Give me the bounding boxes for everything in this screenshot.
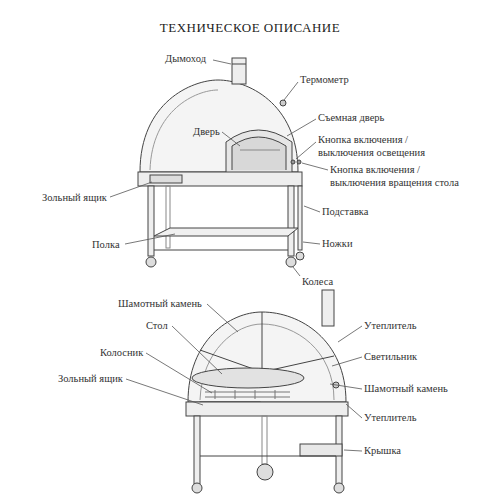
part-label: Светильник — [364, 350, 417, 363]
part-label: Ножки — [322, 237, 353, 250]
part-label: Дымоход — [165, 52, 206, 65]
part-label: Полка — [92, 238, 120, 251]
part-label: Утеплитель — [364, 319, 416, 332]
part-label: Шамотный камень — [364, 382, 448, 395]
part-label: Колосник — [100, 346, 143, 359]
part-label: Кнопка включения / выключения вращения с… — [330, 163, 475, 189]
part-label: Шамотный камень — [118, 297, 202, 310]
part-label: Кнопка включения / выключения освещения — [318, 133, 443, 159]
part-label: Зольный ящик — [42, 191, 107, 204]
title: ТЕХНИЧЕСКОЕ ОПИСАНИЕ — [0, 20, 500, 36]
part-label: Съемная дверь — [318, 111, 384, 124]
part-label: Стол — [146, 319, 168, 332]
part-label: Дверь — [193, 125, 220, 138]
part-label: Колеса — [302, 275, 333, 288]
part-label: Подставка — [322, 205, 368, 218]
part-label: Утеплитель — [364, 411, 416, 424]
part-label: Крышка — [364, 444, 401, 457]
part-label: Термометр — [300, 73, 349, 86]
part-label: Зольный ящик — [58, 372, 123, 385]
